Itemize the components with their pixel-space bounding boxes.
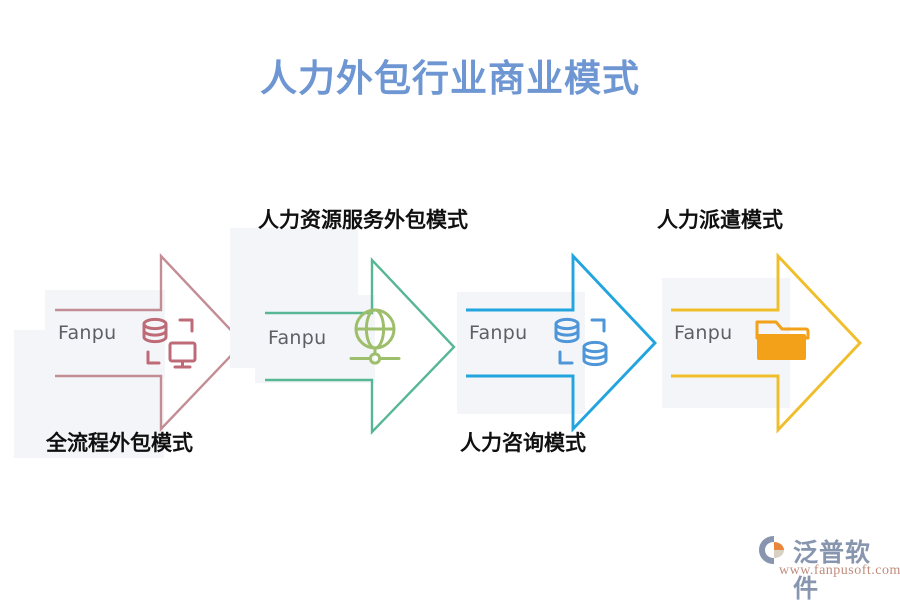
step-3-brand-label: Fanpu <box>469 322 528 344</box>
step-4-arrow <box>671 252 862 434</box>
open-folder-icon <box>755 320 810 360</box>
step-1-brand-label: Fanpu <box>58 322 117 344</box>
fanpu-logo-mark <box>759 536 784 564</box>
step-4-caption: 人力派遣模式 <box>657 208 783 232</box>
step-2-plate-front <box>255 295 375 383</box>
step-3-caption: 人力咨询模式 <box>460 431 586 455</box>
step-group-4: Fanpu <box>620 230 885 470</box>
step-3-arrow <box>466 252 657 433</box>
step-1-caption: 全流程外包模式 <box>46 431 193 455</box>
double-database-icon <box>554 317 608 367</box>
step-2-caption: 人力资源服务外包模式 <box>258 208 468 232</box>
watermark-logo: 泛普软件 www.fanpusoft.com <box>757 533 900 603</box>
watermark-company: 泛普软件 <box>793 538 872 603</box>
database-monitor-icon <box>142 317 197 369</box>
step-group-1: Fanpu <box>0 230 260 460</box>
step-2-brand-label: Fanpu <box>268 327 327 349</box>
step-group-2: Fanpu <box>215 200 475 440</box>
step-group-3: Fanpu <box>415 230 675 460</box>
watermark-url: www.fanpusoft.com <box>779 563 900 578</box>
step-4-brand-label: Fanpu <box>674 322 733 344</box>
page-title: 人力外包行业商业模式 <box>260 57 640 100</box>
globe-network-icon <box>349 308 401 365</box>
